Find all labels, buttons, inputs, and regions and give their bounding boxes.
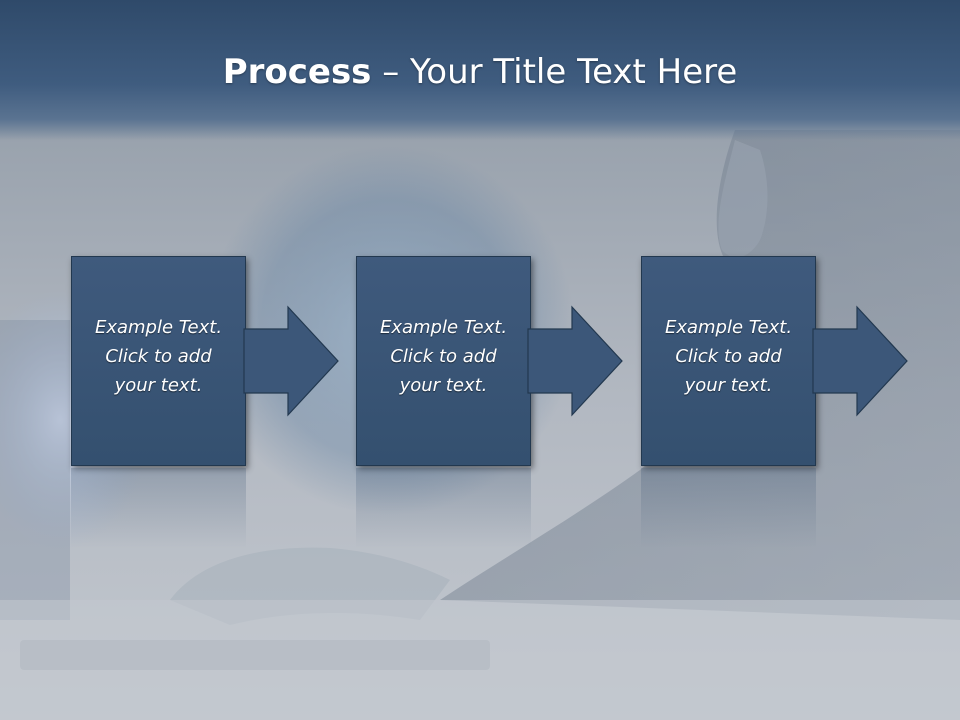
step-line: Click to add — [390, 346, 497, 367]
step-reflection — [356, 468, 531, 548]
process-step-box-1[interactable]: Example Text. Click to add your text. — [71, 256, 246, 466]
step-line: Click to add — [105, 346, 212, 367]
process-step-box-3[interactable]: Example Text. Click to add your text. — [641, 256, 816, 466]
step-line: Example Text. — [379, 317, 508, 338]
step-text-1[interactable]: Example Text. Click to add your text. — [72, 313, 245, 400]
title-bar — [0, 0, 960, 140]
step-line: your text. — [684, 375, 773, 396]
right-arrow-icon[interactable] — [527, 305, 624, 417]
step-text-2[interactable]: Example Text. Click to add your text. — [357, 313, 530, 400]
step-line: Example Text. — [94, 317, 223, 338]
right-arrow-icon[interactable] — [812, 305, 909, 417]
title-rest-text: – Your Title Text Here — [371, 52, 738, 92]
step-line: Click to add — [675, 346, 782, 367]
title-bold-text: Process — [222, 52, 372, 92]
step-text-3[interactable]: Example Text. Click to add your text. — [642, 313, 815, 400]
process-step-box-2[interactable]: Example Text. Click to add your text. — [356, 256, 531, 466]
slide-title[interactable]: Process – Your Title Text Here — [0, 52, 960, 92]
step-line: your text. — [399, 375, 488, 396]
step-line: Example Text. — [664, 317, 793, 338]
step-line: your text. — [114, 375, 203, 396]
right-arrow-icon[interactable] — [243, 305, 340, 417]
step-reflection — [71, 468, 246, 548]
step-reflection — [641, 468, 816, 548]
